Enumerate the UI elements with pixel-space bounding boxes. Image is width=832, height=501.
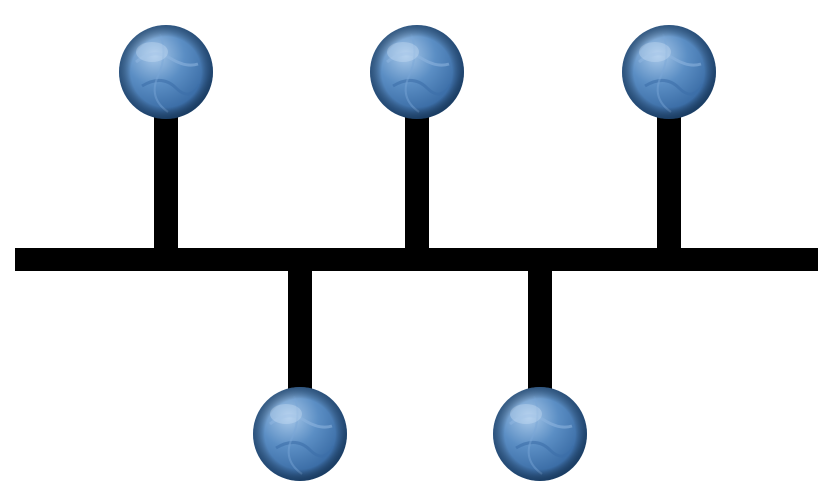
node-top-1-connector (154, 105, 178, 251)
node-bottom-1-connector (288, 268, 312, 393)
node-top-1 (119, 25, 213, 119)
node-top-2-connector (405, 105, 429, 251)
node-bottom-2-connector (528, 268, 552, 393)
node-top-3 (622, 25, 716, 119)
node-top-3-connector (657, 105, 681, 251)
node-bottom-2 (493, 387, 587, 481)
bus-line (15, 248, 818, 271)
node-top-2 (370, 25, 464, 119)
node-bottom-1 (253, 387, 347, 481)
